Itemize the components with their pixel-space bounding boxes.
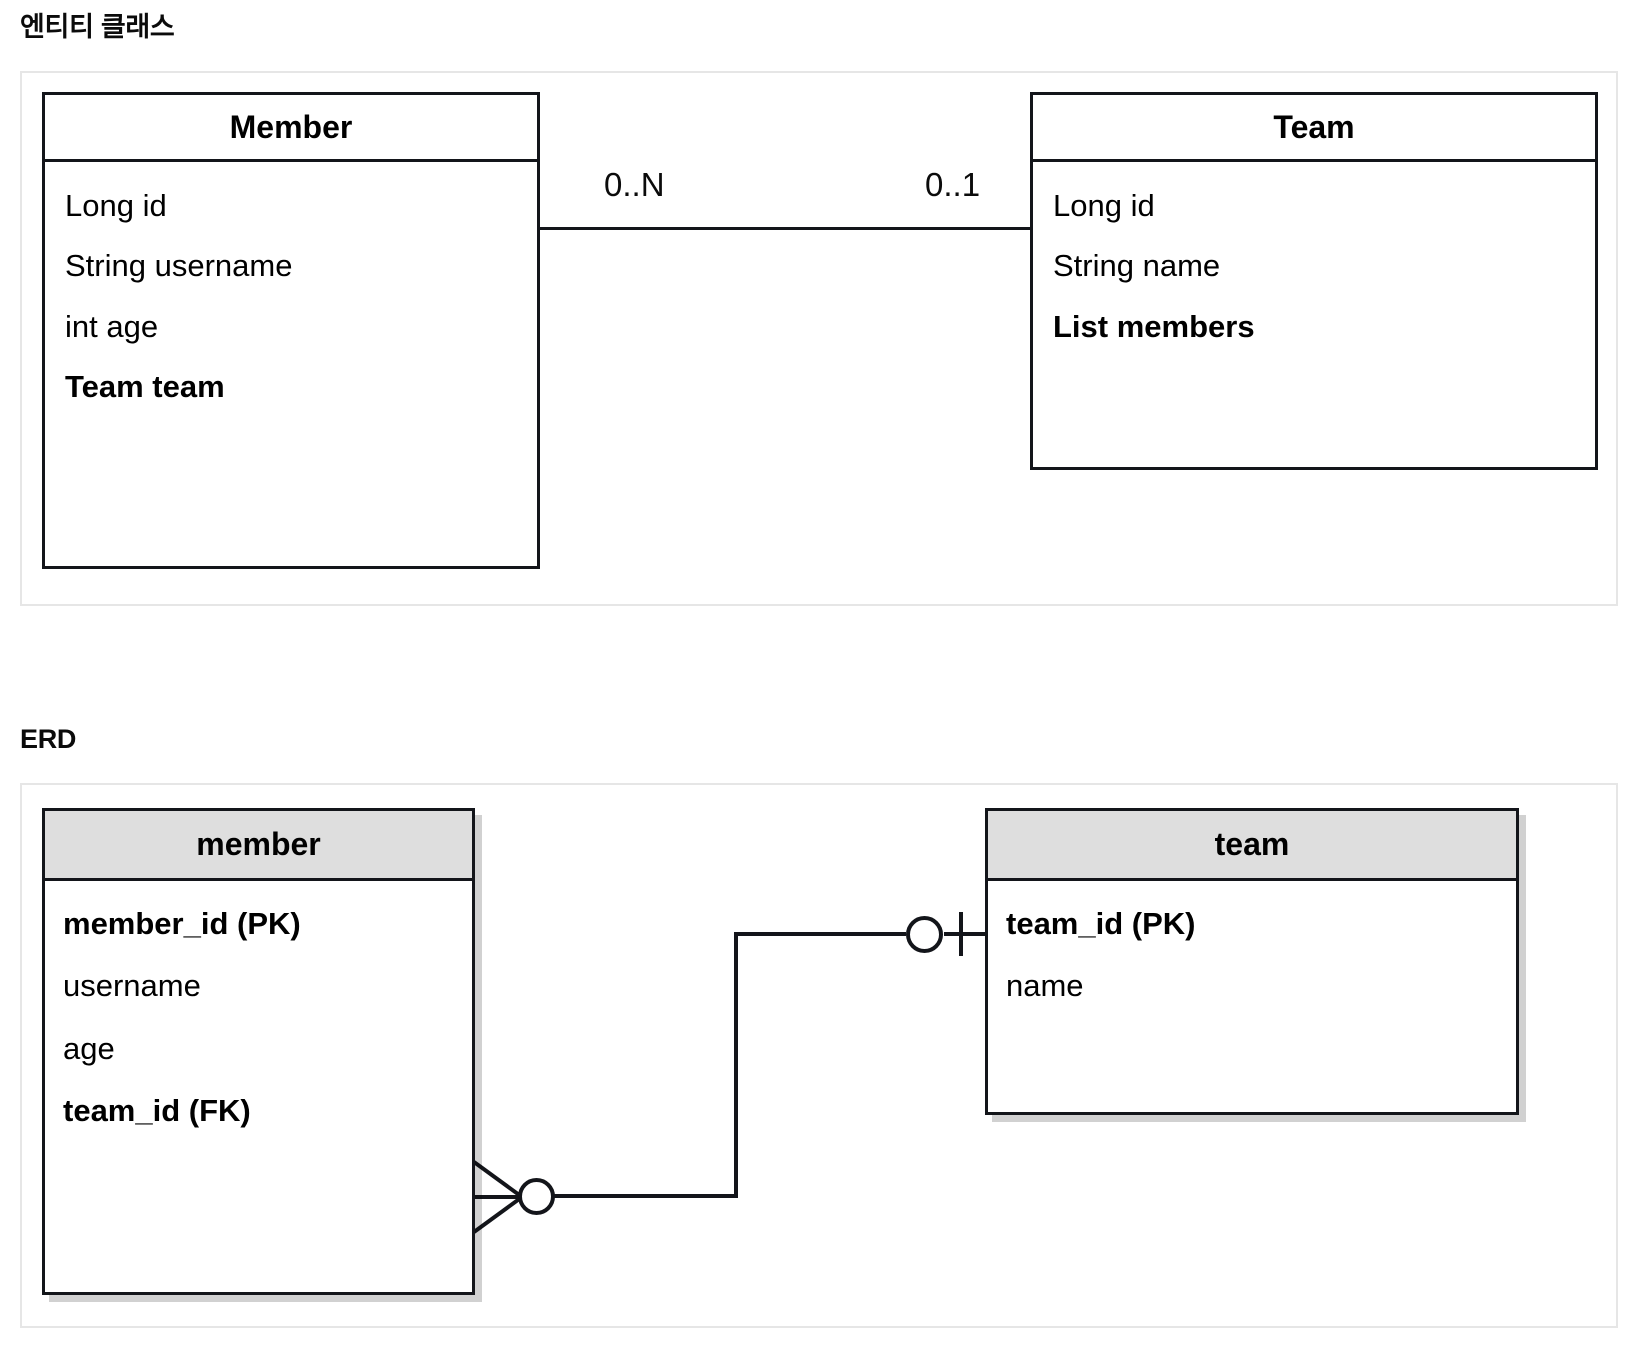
uml-field: int age xyxy=(65,308,159,344)
erd-table-team-columns: team_id (PK) name xyxy=(988,881,1516,1028)
erd-relationship-line-segment xyxy=(734,932,906,936)
erd-table-member-columns: member_id (PK) username age team_id (FK) xyxy=(45,881,472,1153)
crows-foot-many-icon xyxy=(472,1160,524,1234)
erd-table-member-title: member xyxy=(45,811,472,881)
erd-column: member_id (PK) xyxy=(63,905,301,941)
uml-class-team: Team Long id String name List members xyxy=(1030,92,1598,470)
erd-column: team_id (FK) xyxy=(63,1093,251,1129)
association-line xyxy=(539,227,1031,230)
uml-class-member: Member Long id String username int age T… xyxy=(42,92,540,569)
uml-class-member-title: Member xyxy=(45,95,537,162)
erd-column: username xyxy=(63,968,201,1004)
entity-class-section-heading: 엔티티 클래스 xyxy=(20,12,175,42)
erd-column: age xyxy=(63,1030,115,1066)
erd-table-team-title: team xyxy=(988,811,1516,881)
erd-relationship-line-segment xyxy=(553,1194,738,1198)
uml-field: String name xyxy=(1053,248,1221,284)
uml-field: String username xyxy=(65,248,293,284)
uml-field: Long id xyxy=(65,187,167,223)
uml-class-team-fields: Long id String name List members xyxy=(1033,162,1595,368)
erd-table-member: member member_id (PK) username age team_… xyxy=(42,808,475,1295)
erd-relationship-line-segment xyxy=(944,932,988,936)
uml-class-member-fields: Long id String username int age Team tea… xyxy=(45,162,537,428)
uml-field: Long id xyxy=(1053,187,1155,223)
uml-field: List members xyxy=(1053,308,1255,344)
erd-relationship-line-segment xyxy=(734,932,738,1198)
uml-class-team-title: Team xyxy=(1033,95,1595,162)
multiplicity-target: 0..1 xyxy=(925,166,981,203)
multiplicity-source: 0..N xyxy=(604,166,665,203)
zero-circle-icon-team-side xyxy=(906,916,943,953)
uml-field: Team team xyxy=(65,369,225,405)
erd-column: name xyxy=(1006,968,1084,1004)
erd-column: team_id (PK) xyxy=(1006,905,1196,941)
erd-section-heading: ERD xyxy=(20,724,77,754)
one-tick-icon xyxy=(959,912,963,956)
erd-table-team: team team_id (PK) name xyxy=(985,808,1519,1115)
zero-circle-icon-member-side xyxy=(518,1178,555,1215)
